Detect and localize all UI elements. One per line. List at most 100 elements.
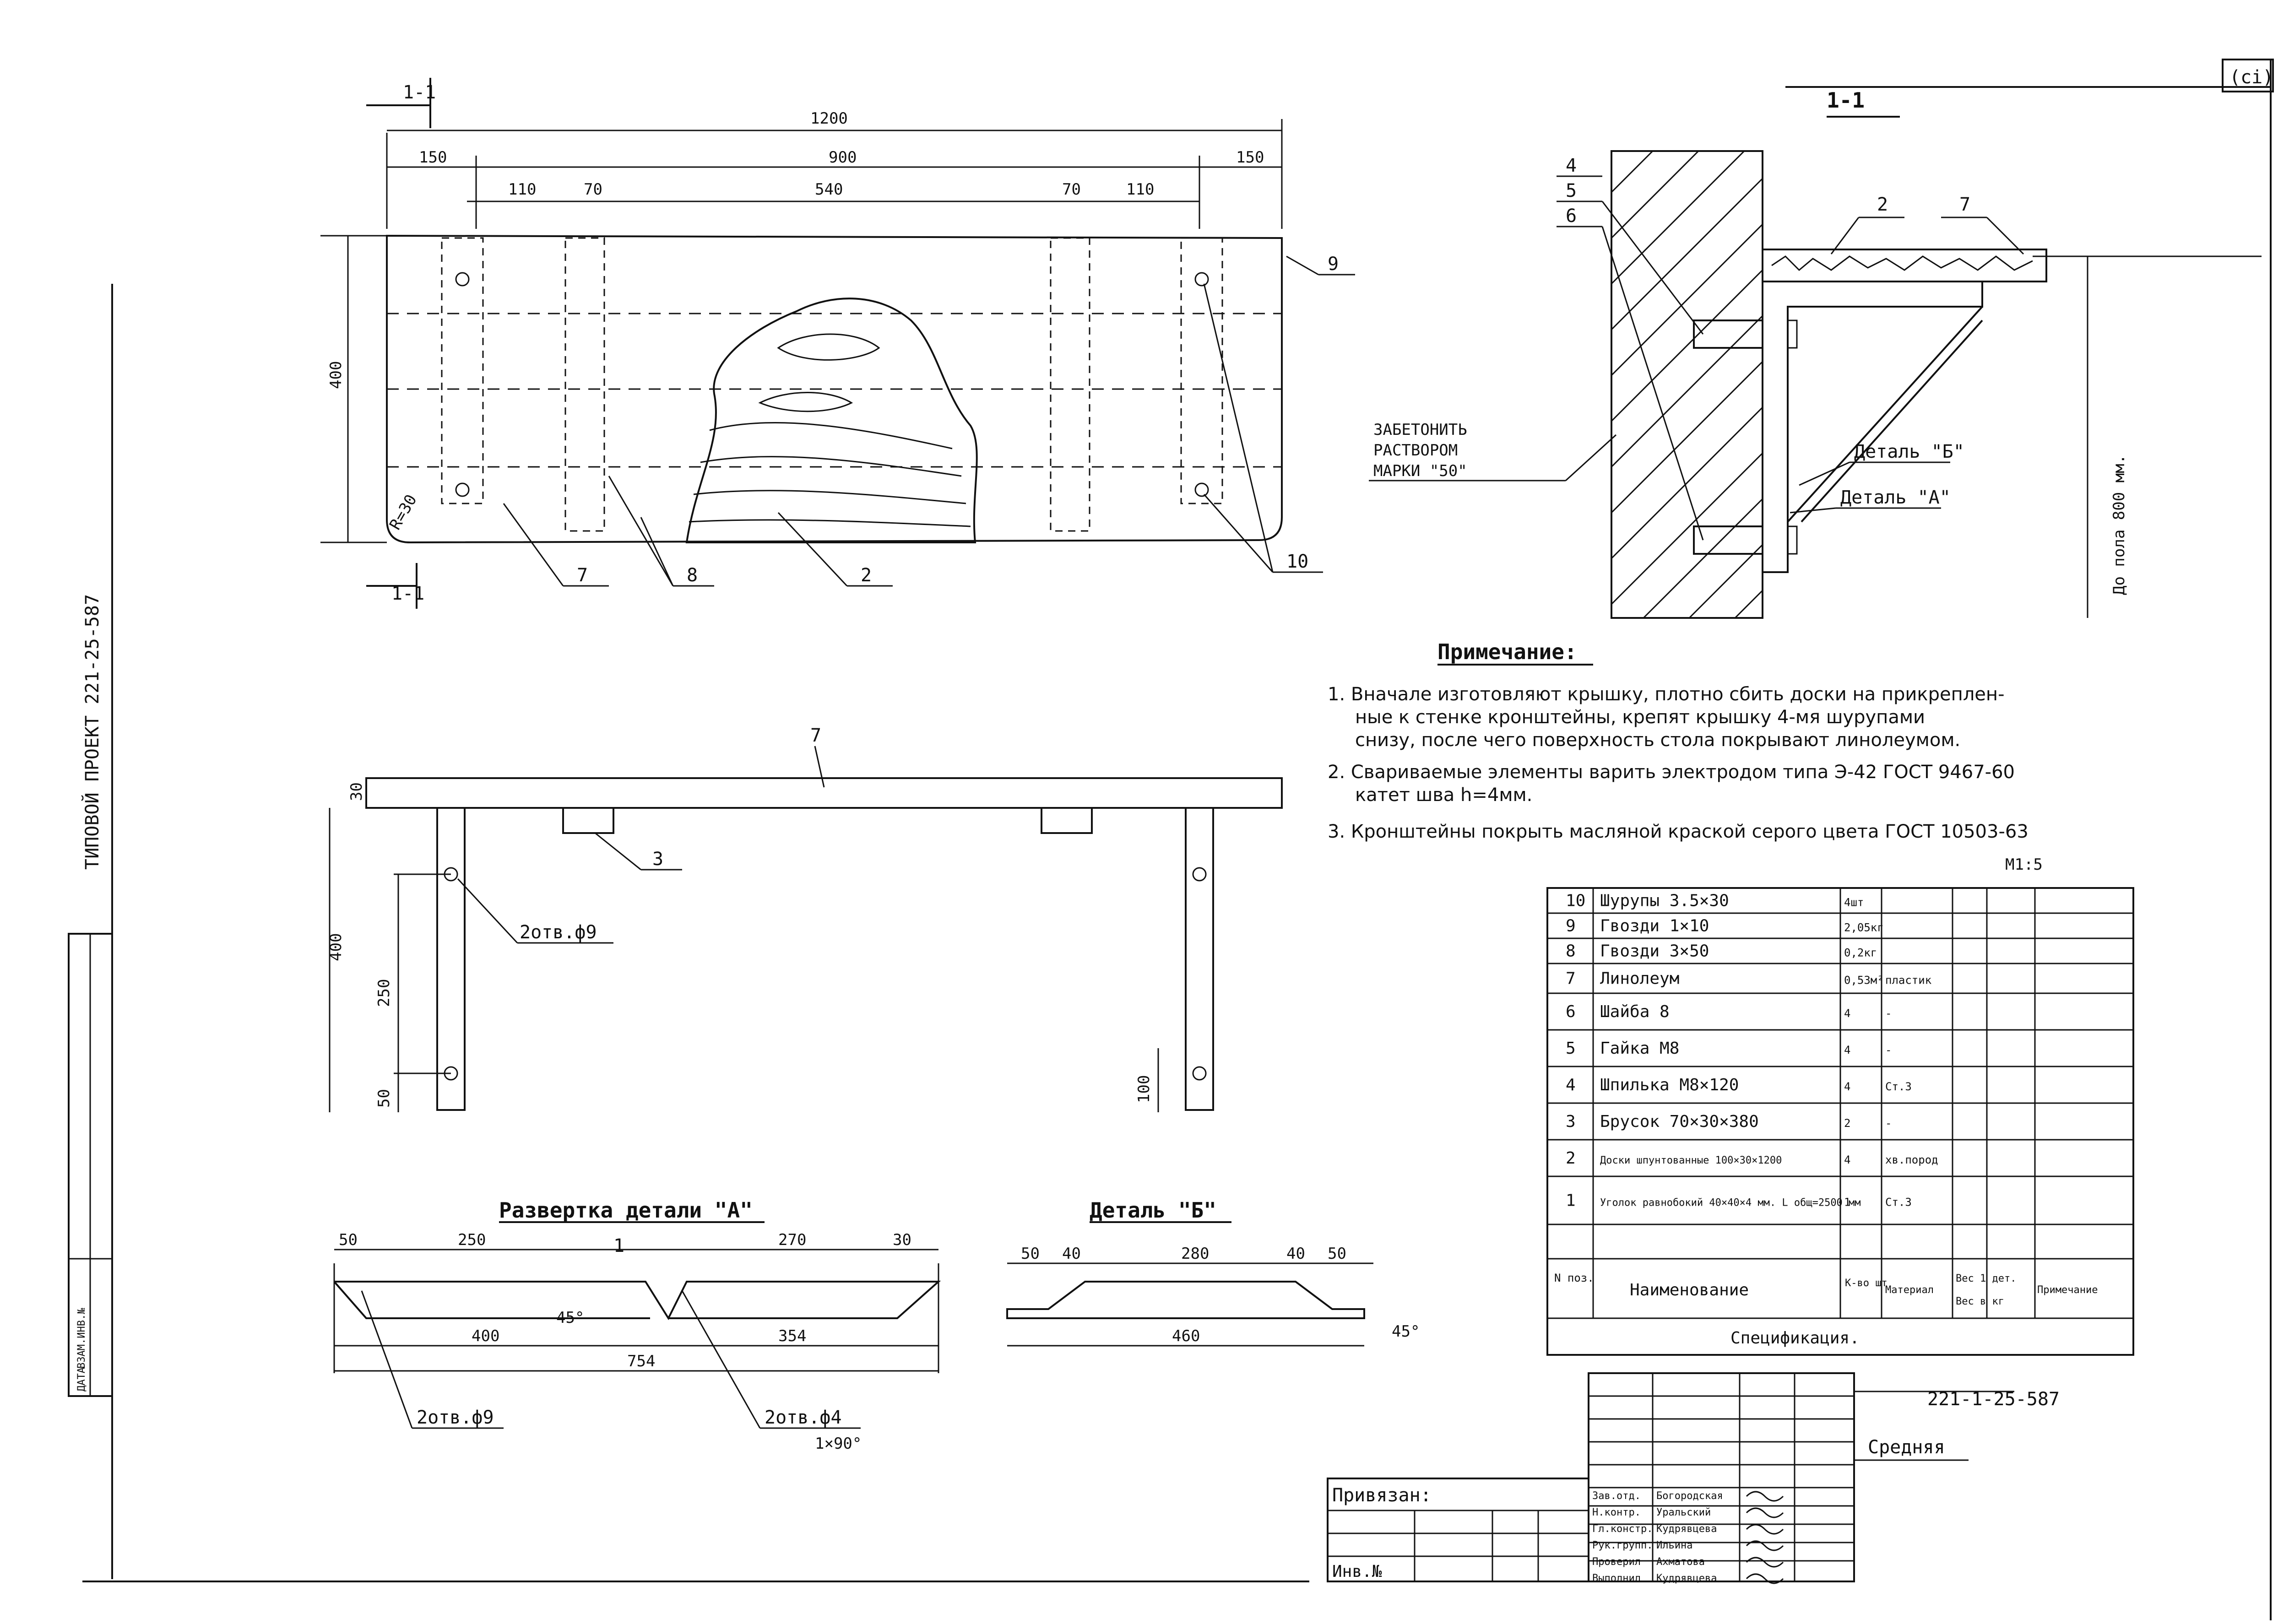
spec-h-mat: Материал bbox=[1885, 1284, 1934, 1296]
dim-overall: 1200 bbox=[810, 109, 848, 128]
section-mark-bottom: 1-1 bbox=[391, 583, 424, 604]
tb-people: Зав.отд.БогородскаяН.контр.УральскийГл.к… bbox=[1592, 1490, 1784, 1584]
elev-d50: 50 bbox=[375, 1089, 393, 1108]
da-leader-left bbox=[361, 1290, 413, 1429]
spec-title: Спецификация. bbox=[1730, 1329, 1860, 1348]
tabletop-outline bbox=[386, 234, 1283, 544]
db-d40-right: 40 bbox=[1286, 1245, 1305, 1263]
spec-pos: 10 bbox=[1566, 892, 1585, 910]
dim-110-left: 110 bbox=[508, 180, 536, 199]
spec-pos: 1 bbox=[1566, 1191, 1576, 1210]
db-total: 460 bbox=[1172, 1327, 1200, 1345]
dim-110-right: 110 bbox=[1126, 180, 1154, 199]
tb-role: Н.контр. bbox=[1592, 1507, 1641, 1518]
grain-knot-2 bbox=[758, 392, 853, 412]
da-d400: 400 bbox=[472, 1327, 499, 1345]
da-hole-left: 2отв.ф9 bbox=[417, 1407, 494, 1428]
spec-h-w1: Вес 1 дет. bbox=[1956, 1273, 2016, 1284]
spec-qty: 4 bbox=[1844, 1080, 1850, 1093]
spec-name: Шайба 8 bbox=[1600, 1002, 1670, 1021]
note-line-3: снизу, после чего поверхность стола покр… bbox=[1355, 730, 1960, 751]
concrete-leader bbox=[1565, 434, 1617, 482]
detail-b-title: Деталь "Б" bbox=[1090, 1198, 1216, 1223]
inv-label: Инв.№ bbox=[1332, 1562, 1382, 1581]
sec-callout-2: 2 bbox=[1877, 194, 1888, 215]
dim-mid900: 900 bbox=[829, 148, 857, 167]
da-d30: 30 bbox=[893, 1231, 911, 1249]
spec-pos: 2 bbox=[1566, 1149, 1576, 1168]
wall-hatch bbox=[1611, 150, 1763, 619]
bracket-leg-right bbox=[1185, 807, 1214, 1111]
spec-name: Линолеум bbox=[1600, 969, 1679, 988]
elev-holes: 2отв.ф9 bbox=[520, 922, 597, 943]
note-line-4: 2. Свариваемые элементы варить электродо… bbox=[1328, 762, 2015, 783]
anchor-bolt-top bbox=[1693, 319, 1763, 349]
signature-mark bbox=[1746, 1557, 1784, 1568]
leader-10b bbox=[1203, 494, 1274, 573]
tb-person: Уральский bbox=[1656, 1507, 1711, 1518]
spec-name: Гайка М8 bbox=[1600, 1039, 1679, 1058]
spec-name: Шпилька М8×120 bbox=[1600, 1076, 1739, 1094]
elevation-view: 30 400 250 50 100 2отв.ф9 7 3 bbox=[327, 725, 1283, 1112]
bracket-diagonal bbox=[1787, 306, 1983, 523]
spec-name: Гвозди 3×50 bbox=[1600, 942, 1709, 961]
note-line-1: 1. Вначале изготовляют крышку, плотно сб… bbox=[1328, 684, 2005, 705]
elev-hole-3 bbox=[1192, 867, 1207, 882]
signature-mark bbox=[1746, 1540, 1784, 1551]
detail-a-ref: Деталь "А" bbox=[1840, 487, 1951, 508]
da-d354: 354 bbox=[778, 1327, 806, 1345]
elev-height: 400 bbox=[327, 933, 345, 961]
batten-right bbox=[1050, 237, 1090, 532]
spec-name: Брусок 70×30×380 bbox=[1600, 1112, 1759, 1131]
stamp-date: ДАТА bbox=[76, 1367, 87, 1391]
elev-holes-leader bbox=[457, 878, 518, 944]
callout-8: 8 bbox=[687, 565, 698, 586]
wood-grain-patch bbox=[685, 298, 978, 543]
da-d270: 270 bbox=[778, 1231, 806, 1249]
corner-tag: (сi) bbox=[2229, 67, 2273, 88]
spec-name: Шурупы 3.5×30 bbox=[1600, 892, 1729, 910]
spec-mat: пластик bbox=[1885, 974, 1932, 987]
corner-tag-box bbox=[2222, 59, 2274, 92]
db-d40-left: 40 bbox=[1062, 1245, 1081, 1263]
nut-top bbox=[1787, 319, 1798, 349]
db-d280: 280 bbox=[1181, 1245, 1209, 1263]
anchor-bolt-bottom bbox=[1693, 525, 1763, 555]
detail-b-ref-leader bbox=[1799, 461, 1850, 486]
spec-qty: 0,53м² bbox=[1844, 974, 1884, 987]
signature-mark bbox=[1746, 1573, 1784, 1584]
batten-block-right bbox=[1041, 807, 1093, 834]
tb-role: Зав.отд. bbox=[1592, 1490, 1641, 1502]
notes-title: Примечание: bbox=[1437, 639, 1577, 664]
spec-h-pos: N поз. bbox=[1554, 1272, 1594, 1284]
batten-left bbox=[564, 237, 605, 532]
concrete-line-2: РАСТВОРОМ bbox=[1373, 441, 1458, 460]
da-total: 754 bbox=[627, 1352, 655, 1370]
da-callout-1: 1 bbox=[613, 1235, 624, 1256]
dim-left150: 150 bbox=[419, 148, 447, 167]
detail-a-profile bbox=[333, 1281, 941, 1321]
tb-person: Ахматова bbox=[1656, 1556, 1705, 1568]
leader-7 bbox=[503, 503, 564, 586]
spec-mat: хв.пород bbox=[1885, 1153, 1938, 1166]
elev-leader-7 bbox=[814, 746, 825, 788]
da-d250: 250 bbox=[458, 1231, 486, 1249]
leader-9 bbox=[1286, 255, 1319, 276]
tb-person: Кудрявцева bbox=[1656, 1573, 1717, 1584]
sec-callout-5: 5 bbox=[1566, 180, 1577, 201]
spec-pos: 7 bbox=[1566, 969, 1576, 988]
section-title: 1-1 bbox=[1827, 88, 1865, 113]
dim-540: 540 bbox=[815, 180, 843, 199]
concrete-line-1: ЗАБЕТОНИТЬ bbox=[1373, 421, 1467, 439]
elev-d250: 250 bbox=[375, 979, 393, 1007]
spec-pos: 4 bbox=[1566, 1076, 1576, 1094]
leader-10a bbox=[1203, 283, 1274, 573]
spec-qty: 2 bbox=[1844, 1117, 1850, 1130]
section-1-1: 1-1 4 5 6 2 7 ЗАБЕТОНИТЬ РАСТВОРОМ МАРКИ… bbox=[1369, 88, 2262, 619]
concrete-line-3: МАРКИ "50" bbox=[1373, 462, 1467, 480]
spec-qty: 0,2кг bbox=[1844, 947, 1877, 959]
batten-block-left bbox=[562, 807, 614, 834]
